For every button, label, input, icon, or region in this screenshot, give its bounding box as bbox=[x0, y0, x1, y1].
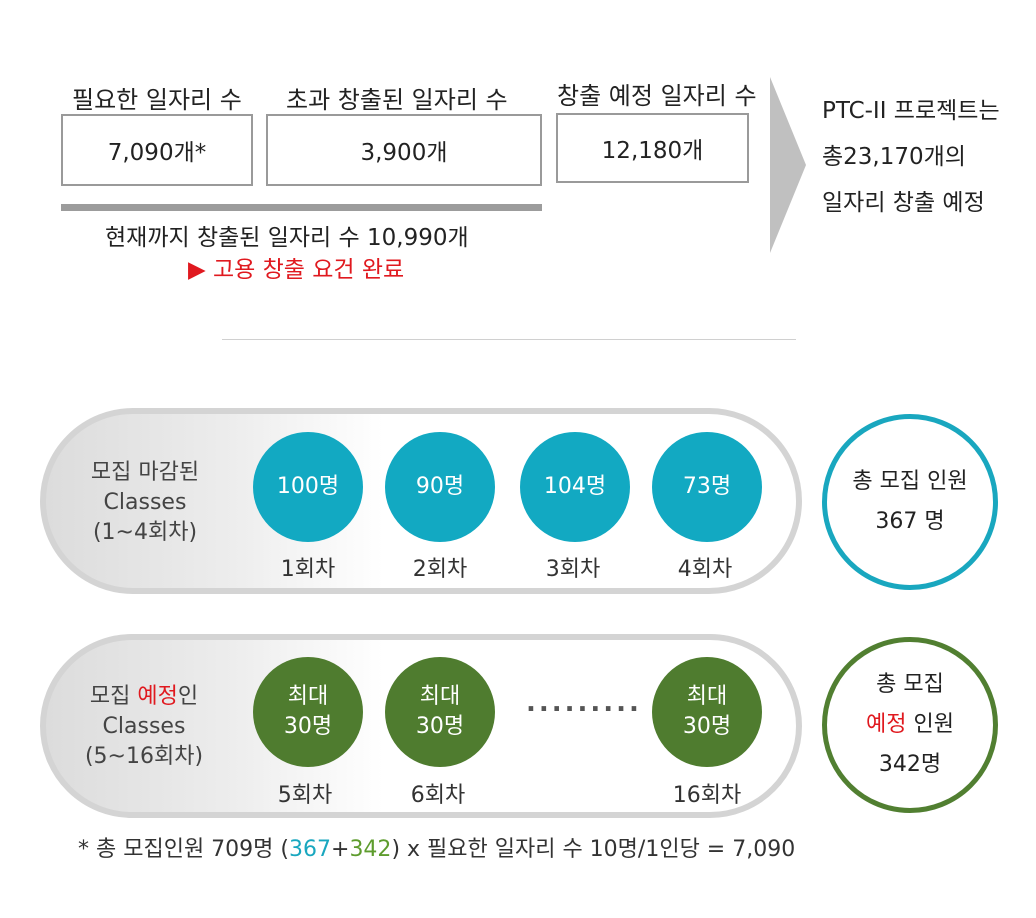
created-progress-bar bbox=[61, 204, 542, 211]
required-jobs-label: 필요한 일자리 수 bbox=[72, 86, 242, 114]
round-5-count-line2: 30명 bbox=[283, 714, 333, 739]
round-5-count-line1: 최대 bbox=[287, 684, 329, 709]
closed-label-line1: 모집 마감된 bbox=[90, 460, 200, 485]
round-3-count: 104명 bbox=[543, 474, 607, 499]
round-16-count-circle: 최대 30명 bbox=[652, 657, 762, 767]
more-rounds-ellipsis: ......... bbox=[526, 688, 642, 718]
planned-total-highlight: 예정 bbox=[866, 712, 907, 737]
right-arrow-icon bbox=[770, 77, 806, 253]
planned-total-line1: 총 모집 bbox=[876, 672, 944, 697]
summary-line-3: 일자리 창출 예정 bbox=[822, 190, 985, 216]
closed-label-line2: Classes bbox=[103, 490, 187, 515]
closed-total-label: 총 모집 인원 bbox=[852, 469, 968, 494]
required-jobs-value: 7,090개* bbox=[107, 140, 207, 166]
summary-line-2: 총23,170개의 bbox=[822, 144, 966, 170]
planned-highlight: 예정 bbox=[137, 684, 178, 709]
planned-label-line3: (5~16회차) bbox=[84, 744, 204, 769]
round-1-label: 1회차 bbox=[280, 557, 336, 582]
round-4-count: 73명 bbox=[682, 474, 732, 499]
exceeded-jobs-box: 3,900개 bbox=[266, 114, 542, 186]
planned-jobs-value: 12,180개 bbox=[601, 138, 704, 164]
exceeded-jobs-label: 초과 창출된 일자리 수 bbox=[286, 86, 508, 114]
closed-total-value: 367 명 bbox=[875, 509, 945, 534]
footnote: * 총 모집인원 709명 (367+342) x 필요한 일자리 수 10명/… bbox=[78, 837, 796, 862]
required-jobs-box: 7,090개* bbox=[61, 114, 253, 186]
round-1-count: 100명 bbox=[276, 474, 340, 499]
planned-label-line1: 모집 예정인 bbox=[89, 684, 199, 709]
footnote-suffix: ) x 필요한 일자리 수 10명/1인당 = 7,090 bbox=[391, 837, 796, 862]
round-16-label: 16회차 bbox=[672, 783, 742, 808]
section-divider bbox=[222, 339, 796, 340]
summary-line-1: PTC-II 프로젝트는 bbox=[822, 98, 1000, 124]
footnote-prefix: * 총 모집인원 709명 ( bbox=[78, 837, 289, 862]
closed-total-ring: 총 모집 인원 367 명 bbox=[822, 414, 998, 590]
closed-label-line3: (1~4회차) bbox=[92, 520, 198, 545]
round-2-count: 90명 bbox=[415, 474, 465, 499]
project-summary: PTC-II 프로젝트는 총23,170개의 일자리 창출 예정 bbox=[822, 88, 1000, 226]
round-2-count-circle: 90명 bbox=[385, 432, 495, 542]
planned-jobs-box: 12,180개 bbox=[556, 113, 749, 183]
planned-jobs-label: 창출 예정 일자리 수 bbox=[557, 82, 757, 110]
requirement-complete-text: ▶ 고용 창출 요건 완료 bbox=[188, 257, 405, 283]
footnote-closed-total: 367 bbox=[289, 837, 331, 862]
round-4-count-circle: 73명 bbox=[652, 432, 762, 542]
planned-total-value: 342명 bbox=[878, 752, 942, 777]
round-6-count-circle: 최대 30명 bbox=[385, 657, 495, 767]
round-5-count-circle: 최대 30명 bbox=[253, 657, 363, 767]
round-16-count-line2: 30명 bbox=[682, 714, 732, 739]
planned-classes-label: 모집 예정인 Classes (5~16회차) bbox=[64, 682, 224, 772]
round-1-count-circle: 100명 bbox=[253, 432, 363, 542]
round-3-count-circle: 104명 bbox=[520, 432, 630, 542]
round-6-count-line1: 최대 bbox=[419, 684, 461, 709]
planned-total-line2: 예정 인원 bbox=[866, 712, 954, 737]
exceeded-jobs-value: 3,900개 bbox=[360, 140, 448, 166]
footnote-planned-total: 342 bbox=[349, 837, 392, 862]
round-5-label: 5회차 bbox=[277, 783, 333, 808]
planned-total-ring: 총 모집 예정 인원 342명 bbox=[822, 637, 998, 813]
created-so-far-text: 현재까지 창출된 일자리 수 10,990개 bbox=[105, 225, 469, 251]
round-16-count-line1: 최대 bbox=[686, 684, 728, 709]
round-2-label: 2회차 bbox=[412, 557, 468, 582]
closed-classes-label: 모집 마감된 Classes (1~4회차) bbox=[70, 458, 220, 548]
planned-label-line2: Classes bbox=[102, 714, 186, 739]
round-3-label: 3회차 bbox=[545, 557, 601, 582]
round-6-label: 6회차 bbox=[410, 783, 466, 808]
round-6-count-line2: 30명 bbox=[415, 714, 465, 739]
round-4-label: 4회차 bbox=[677, 557, 733, 582]
